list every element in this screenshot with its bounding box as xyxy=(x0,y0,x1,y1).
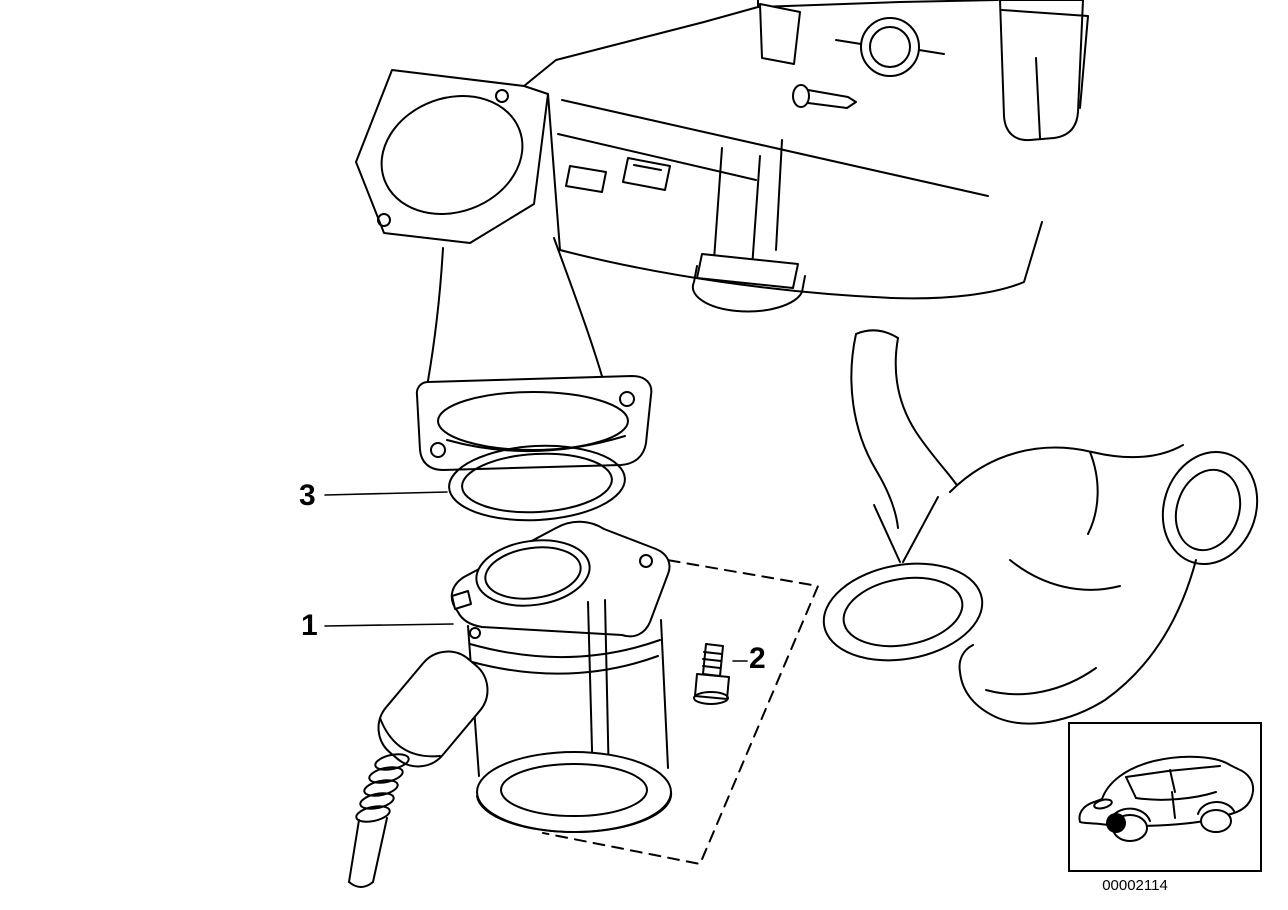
image-code: 00002114 xyxy=(1102,877,1168,894)
car-locator-thumbnail[interactable] xyxy=(1068,722,1262,872)
leader-lines xyxy=(324,491,748,662)
screw xyxy=(693,643,730,705)
location-marker-dot xyxy=(1106,813,1126,833)
callout-1[interactable]: 1 xyxy=(301,609,318,642)
car-icon xyxy=(1078,755,1255,842)
intake-hose xyxy=(822,329,1259,725)
callout-3[interactable]: 3 xyxy=(299,479,316,512)
mass-air-flow-sensor xyxy=(348,520,673,888)
o-ring xyxy=(448,444,626,522)
assembly-boundary-dashed xyxy=(542,556,819,865)
callout-2[interactable]: 2 xyxy=(749,642,766,675)
intake-manifold-assembly xyxy=(355,0,1089,471)
